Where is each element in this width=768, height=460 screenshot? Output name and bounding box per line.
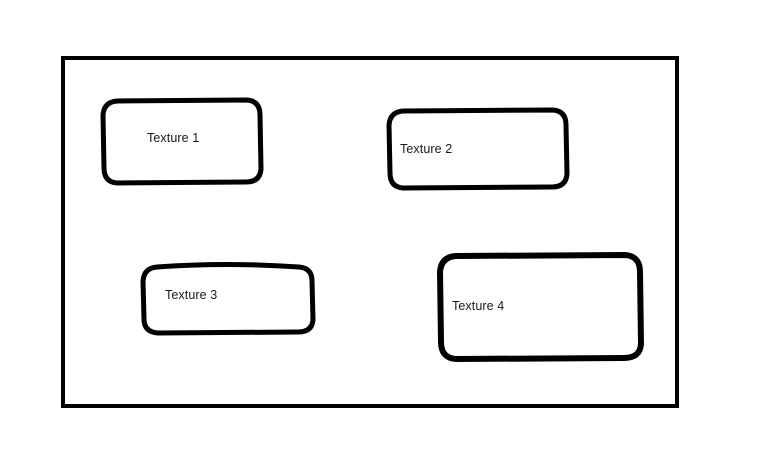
node-texture-3[interactable] — [140, 262, 316, 336]
node-label-texture-2: Texture 2 — [400, 142, 453, 156]
node-texture-4[interactable] — [437, 252, 644, 362]
node-texture-2[interactable] — [386, 107, 570, 191]
node-texture-1[interactable] — [100, 97, 264, 186]
node-label-texture-4: Texture 4 — [452, 299, 505, 313]
node-label-texture-1: Texture 1 — [147, 131, 200, 145]
node-label-texture-3: Texture 3 — [165, 288, 218, 302]
outer-frame — [61, 56, 679, 408]
